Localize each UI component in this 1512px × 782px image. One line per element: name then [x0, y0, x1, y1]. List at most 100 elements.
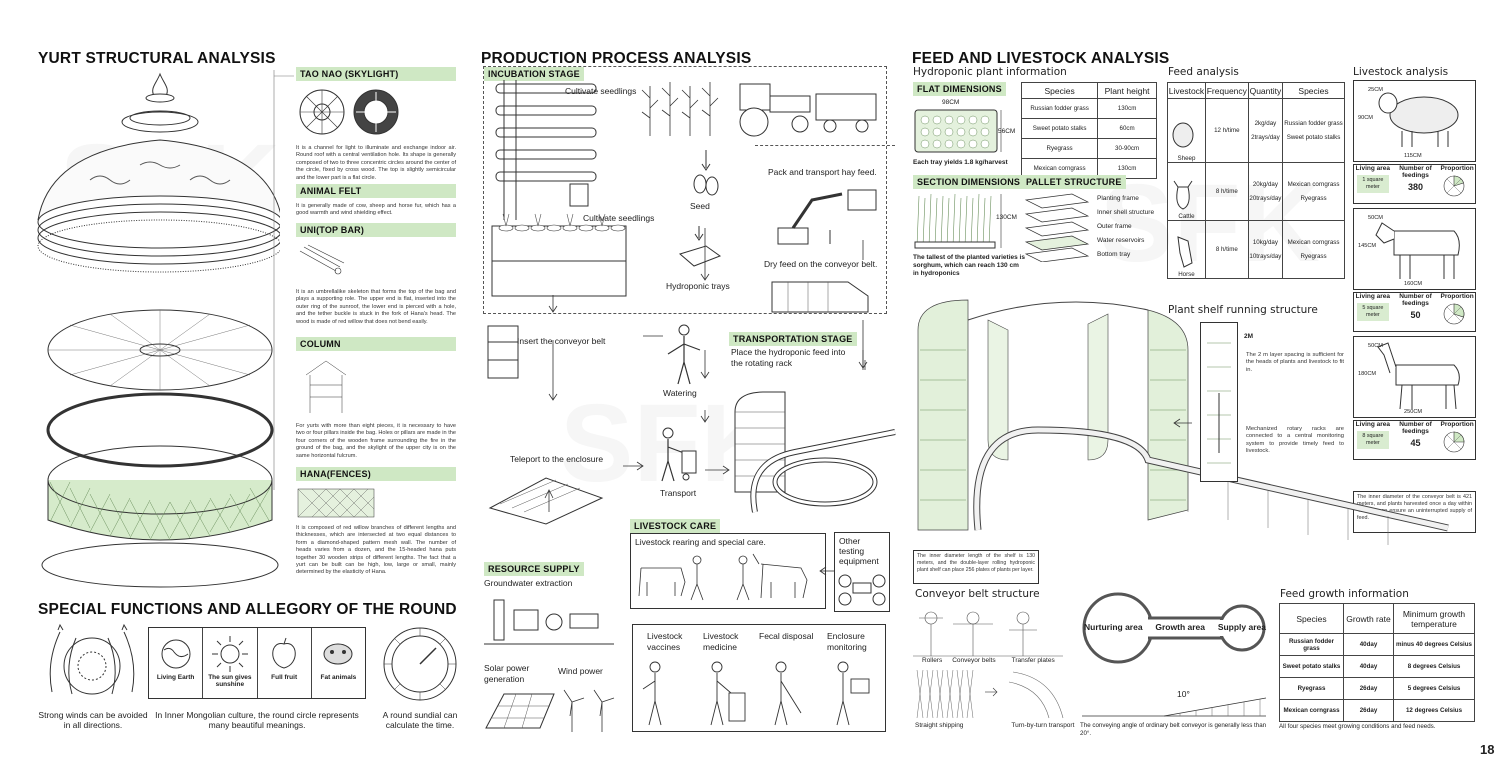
flat-note: Each tray yields 1.8 kg/harvest: [913, 159, 1008, 166]
trays-label: Hydroponic trays: [666, 281, 730, 291]
pie-divider: [1447, 313, 1455, 322]
care-fecal: Fecal disposal: [759, 631, 814, 641]
sun-icon: [211, 636, 248, 672]
animal-icon: [1375, 222, 1460, 279]
testing-arrow: [819, 566, 834, 576]
seedling-racks: [495, 80, 597, 220]
animal-height: 145CM: [1358, 243, 1377, 249]
yurt-exploded-drawing: [37, 72, 280, 588]
robot-arm-icon: [777, 189, 877, 245]
other-testing-box: Other testing equipment: [834, 532, 890, 612]
tag-flat-dimensions: FLAT DIMENSIONS: [913, 82, 1006, 96]
teleport-label: Teleport to the enclosure: [510, 454, 604, 464]
growth-title: Feed growth information: [1280, 588, 1409, 600]
cultivate-seedlings-1: Cultivate seedlings: [565, 86, 637, 96]
corn-plants-icon: [641, 82, 719, 136]
pie-divider: [1454, 178, 1462, 187]
shelf-note-2: Mechanized rotary racks are connected to…: [1246, 426, 1344, 455]
feedings-value: 50: [1410, 310, 1421, 320]
shelf-note-3-box: The inner diameter length of the shelf i…: [913, 550, 1039, 584]
animal-head: 25CM: [1368, 87, 1383, 93]
wind-label: Wind power: [558, 666, 603, 676]
pie-divider: [1447, 306, 1455, 315]
areas-diagram: [1082, 592, 1266, 664]
shelf-note-1: The 2 m layer spacing is sufficient for …: [1246, 352, 1344, 373]
hydro-title: Hydroponic plant information: [913, 66, 1067, 78]
yurt-title: YURT STRUCTURAL ANALYSIS: [38, 50, 276, 67]
shelf-2m: 2M: [1244, 333, 1254, 340]
yurt-section-hana: HANA(FENCES) It is composed of red willo…: [296, 467, 456, 577]
yurt-section-felt: ANIMAL FELT It is generally made of cow,…: [296, 184, 456, 218]
living-area-label: Living area: [1355, 293, 1390, 300]
living-area-value: 1 square meter: [1357, 175, 1389, 193]
care-medicine: Livestock medicine: [703, 631, 739, 652]
seed-label: Seed: [690, 201, 710, 211]
section-note: The tallest of the planted varieties is …: [913, 254, 1025, 277]
livestock-care-desc: Livestock rearing and special care.: [635, 537, 766, 547]
living-area-label: Living area: [1355, 421, 1390, 428]
meaning-fruit: Full fruit: [258, 628, 312, 698]
shelf-title: Plant shelf running structure: [1168, 304, 1318, 316]
shelf-section-icon: [1207, 342, 1231, 464]
process-arrows: [544, 228, 868, 512]
section-height: 130CM: [996, 214, 1017, 221]
groundwater-label: Groundwater extraction: [484, 578, 573, 588]
page-number: 18: [1480, 742, 1495, 757]
tag-transport: TRANSPORTATION STAGE: [729, 332, 857, 346]
livestock-analysis-title: Livestock analysis: [1353, 66, 1449, 78]
conveyor-note: The inner diameter of the conveyor belt …: [1357, 494, 1472, 521]
section-plants-drawing: [914, 193, 1002, 249]
tag-felt: ANIMAL FELT: [296, 184, 456, 198]
animal-length: 160CM: [1404, 281, 1423, 287]
sundial-diagram: [383, 627, 457, 701]
tag-pallet-structure: PALLET STRUCTURE: [1022, 175, 1126, 189]
felt-text: It is generally made of cow, sheep and h…: [296, 203, 456, 217]
sheep-head-icon: [1172, 122, 1194, 148]
proportion-pie: [1443, 303, 1465, 325]
yurt-section-topbar: UNI(TOP BAR) It is an umbrellalike skele…: [296, 223, 456, 326]
dry-conveyor-icon: [771, 281, 869, 313]
cultivate-seedlings-2: Cultivate seedlings: [583, 213, 655, 223]
tag-resource-supply: RESOURCE SUPPLY: [484, 562, 584, 576]
topbar-icon: [299, 244, 345, 275]
shipping-drawing: [916, 669, 1064, 719]
conveyor-title: Conveyor belt structure: [915, 588, 1040, 600]
living-area-label: Living area: [1355, 165, 1390, 172]
wind-caption: Strong winds can be avoided in all direc…: [38, 710, 148, 730]
solar-label: Solar power generation: [484, 663, 530, 684]
area-labels: Nurturing area Growth area Supply area: [1084, 622, 1266, 632]
tag-livestock-care: LIVESTOCK CARE: [630, 519, 721, 533]
pie-divider: [1447, 185, 1455, 194]
animal-icon: [1378, 92, 1459, 147]
insert-machine-icon: [487, 325, 519, 379]
animal-head: 50CM: [1368, 215, 1383, 221]
shelf-section-box: [1200, 322, 1238, 482]
meanings-caption: In Inner Mongolian culture, the round ci…: [155, 710, 359, 730]
earth-icon: [161, 639, 191, 669]
pie-divider: [1447, 434, 1455, 443]
care-workers-icon: [642, 661, 870, 726]
yurt-section-skylight: TAO NAO (SKYLIGHT) It is a channel for l…: [296, 67, 456, 182]
hana-icon: [297, 488, 375, 518]
column-text: For yurts with more than eight pieces, i…: [296, 423, 456, 459]
pie-divider: [1454, 185, 1462, 194]
care-monitoring: Enclosure monitoring: [827, 631, 867, 652]
pie-divider: [1454, 441, 1462, 450]
proportion-label: Proportion: [1440, 421, 1474, 428]
shelf-arrow: [1173, 418, 1192, 428]
animal-length: 115CM: [1404, 153, 1422, 159]
special-title: SPECIAL FUNCTIONS AND ALLEGORY OF THE RO…: [38, 601, 457, 618]
pie-divider: [1454, 434, 1462, 443]
tractor-icon: [739, 83, 877, 137]
